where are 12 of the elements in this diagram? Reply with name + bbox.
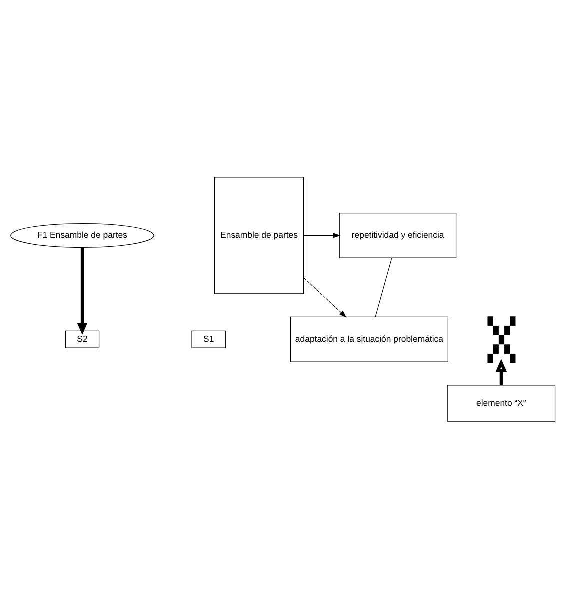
arrow	[77, 248, 88, 335]
node-box: S2	[65, 330, 100, 348]
arrow	[496, 359, 508, 386]
connector	[375, 258, 392, 318]
node-box: Ensamble de partes	[214, 177, 304, 294]
arrow	[304, 233, 341, 238]
node-ellipse: F1 Ensamble de partes	[10, 223, 154, 248]
node-box: adaptación a la situación problemática	[290, 316, 449, 362]
node-box: S1	[192, 330, 226, 348]
node-box: elemento “X”	[447, 385, 556, 422]
arrow	[304, 278, 347, 318]
node-box: repetitividad y eficiencia	[340, 212, 457, 258]
